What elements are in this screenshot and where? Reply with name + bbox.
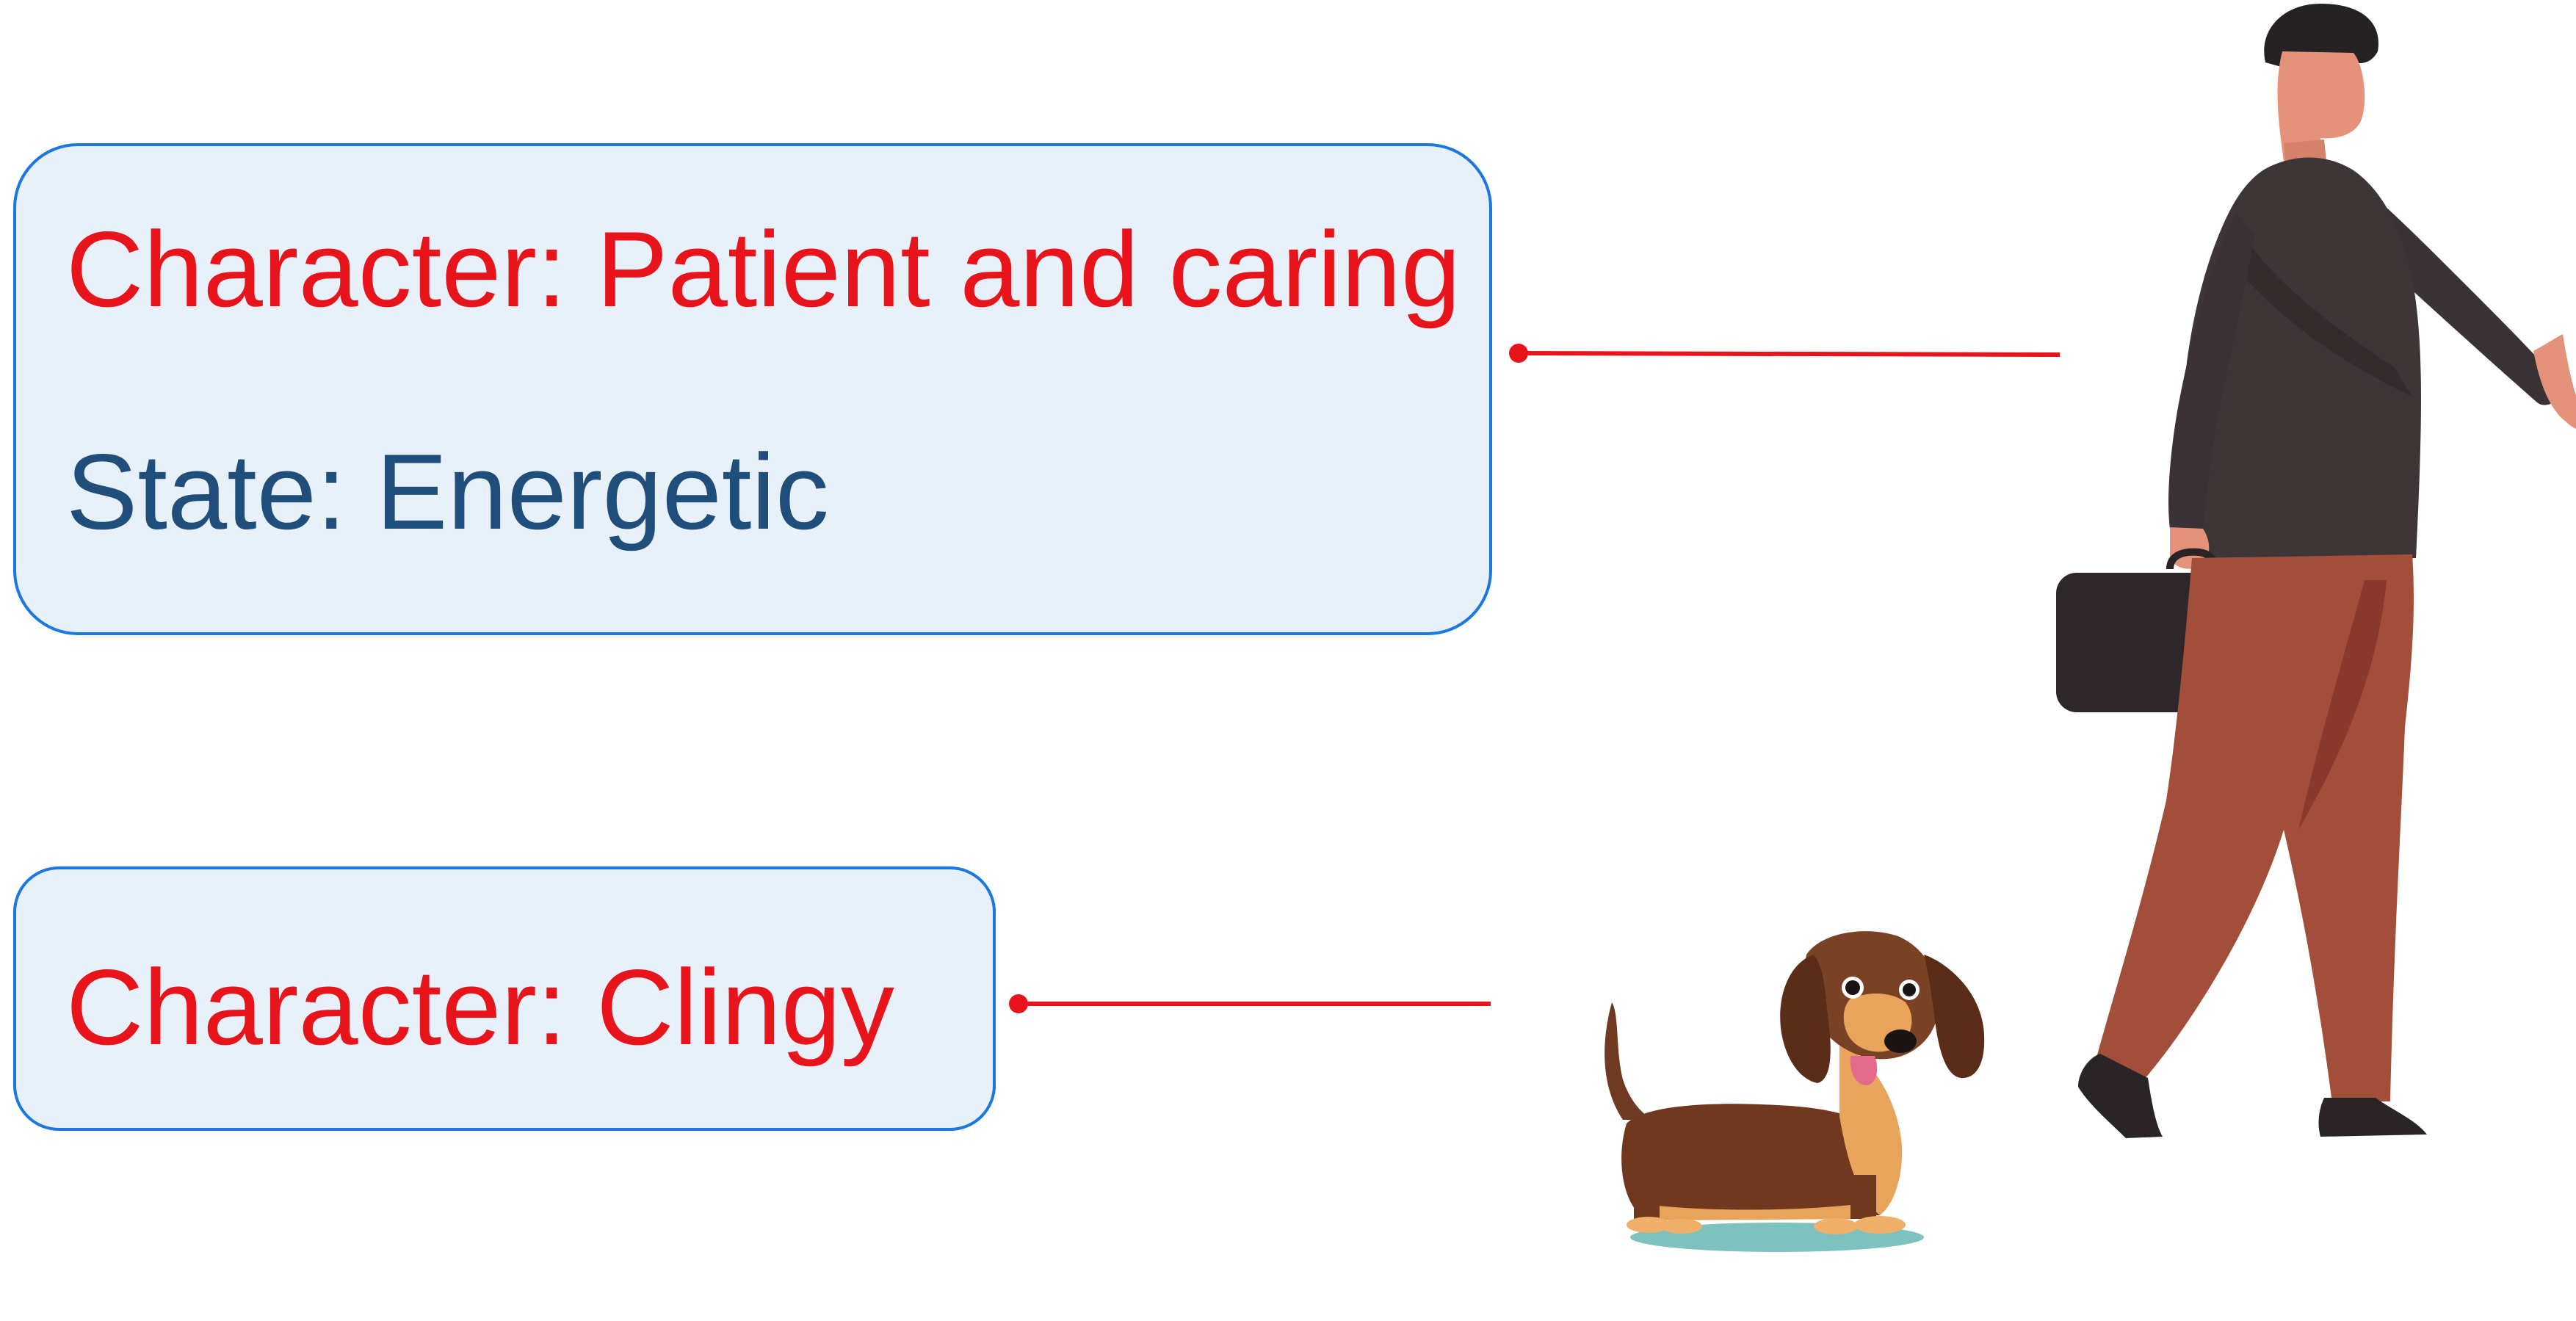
person-connector-dot: [1509, 344, 1528, 363]
person-illustration: [2056, 4, 2576, 1138]
dog-illustration: [1604, 931, 1985, 1252]
person-connector-line: [1518, 351, 2061, 357]
dog-connector-dot: [1009, 994, 1028, 1013]
person-attributes-box: Character: Patient and caring State: Ene…: [13, 143, 1492, 635]
person-state-label: State: Energetic: [66, 432, 829, 551]
person-connector: [1509, 344, 2061, 363]
dog-connector: [1009, 994, 1491, 1013]
person-character-label: Character: Patient and caring: [66, 209, 1461, 329]
dog-character-label: Character: Clingy: [66, 947, 894, 1067]
dog-attributes-box: Character: Clingy: [13, 866, 996, 1131]
